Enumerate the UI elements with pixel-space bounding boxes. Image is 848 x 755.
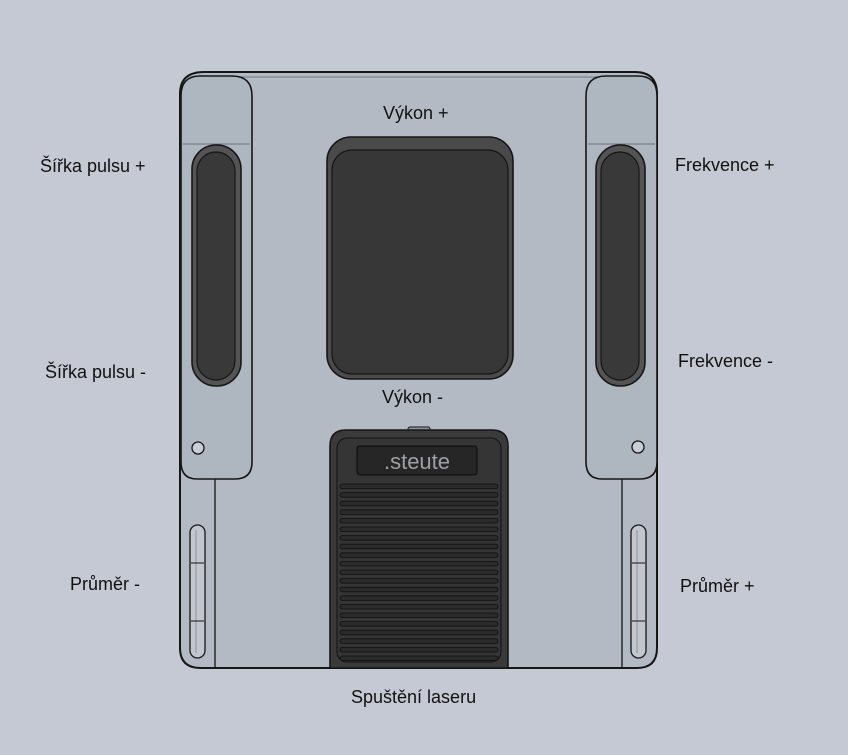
diameter-minus-slider[interactable] [189, 524, 206, 659]
pedal-ridge [339, 535, 499, 541]
pedal-ridge [339, 629, 499, 636]
pedal-ridge [339, 586, 499, 593]
pulse-width-minus-label: Šířka pulsu - [45, 362, 147, 382]
pedal-ridge [339, 604, 499, 610]
pedal-ridge [339, 518, 499, 524]
pedal-ridge [339, 655, 499, 661]
pedal-ridge [339, 492, 499, 498]
pulse-width-rocker[interactable] [191, 144, 242, 387]
pedal-ridge [339, 647, 499, 653]
frequency-plus-label: Frekvence + [675, 155, 775, 175]
pedal-ridge [339, 578, 499, 584]
diameter-plus-slider[interactable] [630, 524, 647, 659]
pulse-width-plus-label: Šířka pulsu + [40, 156, 146, 176]
laser-start-label: Spuštění laseru [351, 687, 477, 707]
laser-start-pedal[interactable]: .steute [329, 429, 509, 669]
pedal-ridge [339, 612, 499, 618]
brand-plate [356, 445, 478, 476]
pedal-ridge [339, 621, 499, 627]
pedal-ridge [339, 483, 499, 489]
power-button[interactable] [326, 136, 514, 380]
power-minus-label: Výkon - [382, 387, 444, 407]
pedal-ridge [339, 543, 499, 550]
pedal-ridge [339, 526, 499, 532]
pedal-ridge [339, 500, 499, 507]
frequency-minus-label: Frekvence - [678, 351, 774, 371]
diameter-minus-label: Průměr - [70, 574, 141, 594]
brand-logo: .steute [384, 449, 450, 474]
diameter-plus-label: Průměr + [680, 576, 755, 596]
screw-hole [191, 441, 205, 455]
pedal-ridge [339, 595, 499, 601]
pedal-ridge [339, 552, 499, 558]
pedal-ridge [339, 509, 499, 515]
pedal-ridge [339, 569, 499, 575]
pedal-ridge [339, 638, 499, 644]
frequency-rocker[interactable] [595, 144, 646, 387]
screw-hole [631, 440, 645, 454]
power-plus-label: Výkon + [383, 103, 449, 123]
pedal-ridge [339, 561, 499, 567]
pedal-ridges [339, 483, 499, 661]
